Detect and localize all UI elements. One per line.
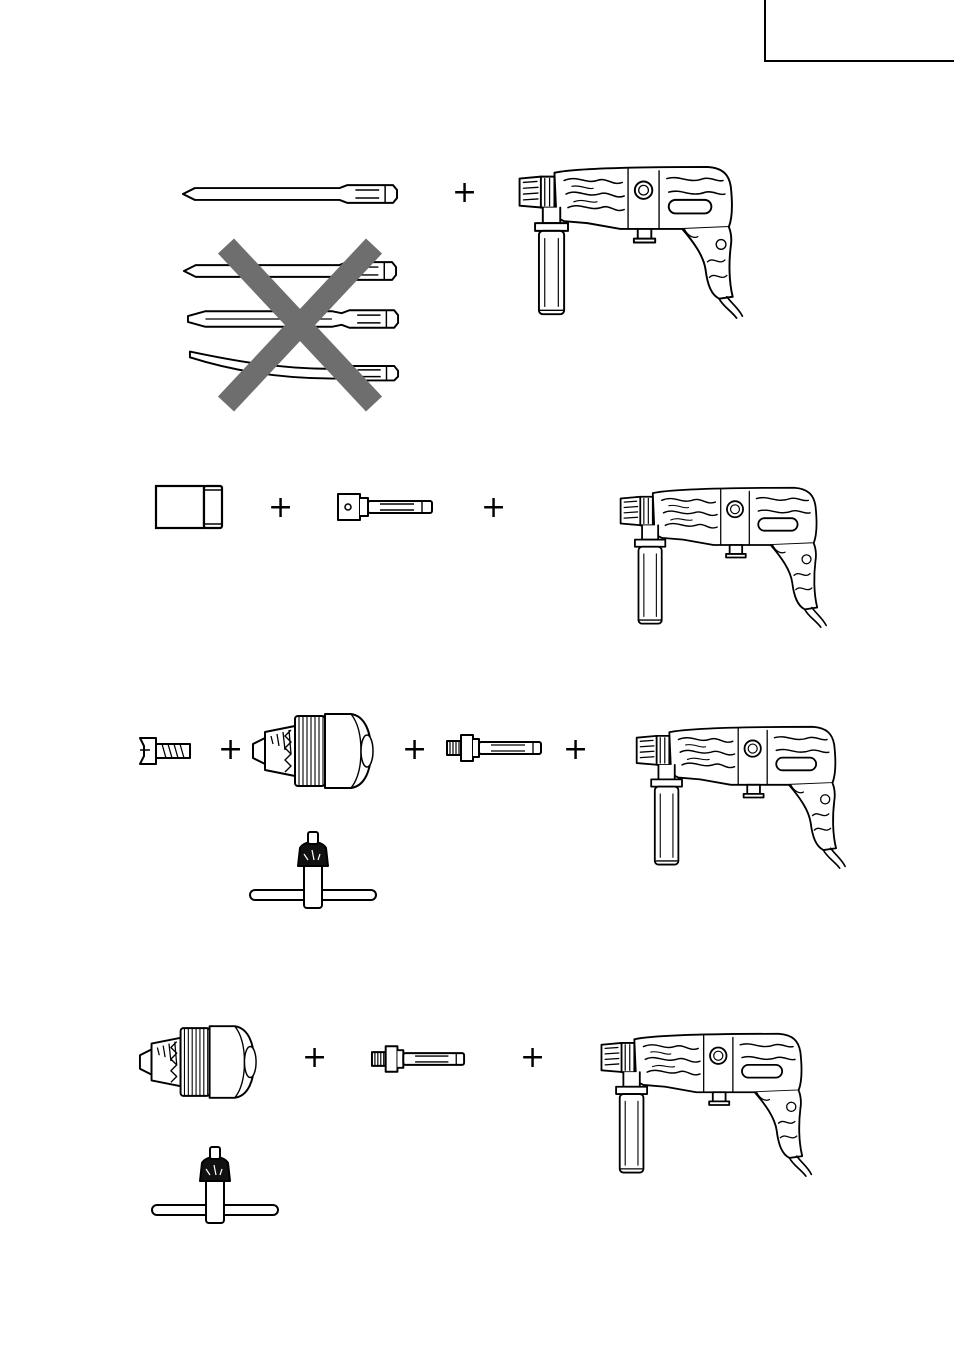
rotary-hammer-drill-icon <box>583 1032 828 1178</box>
rotary-hammer-drill-icon <box>600 486 845 629</box>
chuck-adapter-icon <box>445 733 545 763</box>
plus-sign: + <box>452 178 477 208</box>
page-number-tab <box>764 0 954 62</box>
rotary-hammer-drill-icon <box>510 165 750 320</box>
plus-sign: + <box>520 1043 545 1073</box>
cross-icon <box>218 240 383 410</box>
chuck-screw-icon <box>138 736 194 766</box>
chuck-key-icon <box>150 1145 280 1229</box>
drill-chuck-icon <box>138 1022 258 1102</box>
plus-sign: + <box>563 735 588 765</box>
drill-chuck-icon <box>250 710 376 792</box>
plus-sign: + <box>268 493 293 523</box>
plus-sign: + <box>302 1043 327 1073</box>
plus-sign: + <box>218 735 243 765</box>
rotary-hammer-drill-icon <box>620 725 860 870</box>
pointed-chisel-icon <box>181 182 399 206</box>
plus-sign: + <box>402 735 427 765</box>
plus-sign: + <box>481 493 506 523</box>
core-bit-icon <box>154 484 224 530</box>
core-bit-adapter-icon <box>336 490 436 524</box>
chuck-key-icon <box>248 830 378 914</box>
chuck-adapter-icon <box>370 1044 468 1074</box>
